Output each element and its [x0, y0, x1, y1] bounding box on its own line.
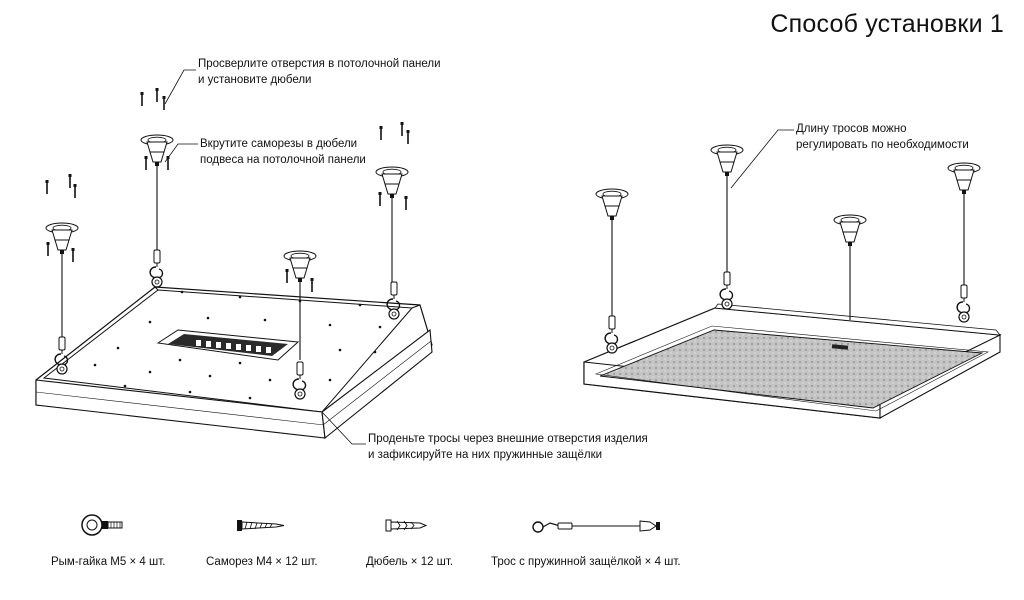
spring-hook-7: [604, 315, 619, 354]
callout-drill-line-2: и установите дюбели: [198, 74, 312, 86]
callout-length-line-1: Длину тросов можно: [796, 123, 907, 135]
callout-length-line-2: регулировать по необходимости: [796, 139, 969, 151]
callout-length: Длину тросов можно регулировать по необх…: [796, 121, 969, 153]
eye-nut-icon: [81, 514, 123, 536]
part-label-eye-nut: Рым-гайка M5 × 4 шт.: [51, 556, 166, 568]
dowel-icon: [385, 519, 428, 532]
spring-hook-1: [149, 249, 164, 288]
right-assembly: [583, 129, 1002, 419]
part-label-screw: Саморез M4 × 12 шт.: [206, 556, 318, 568]
part-label-cable: Трос с пружинной защёлкой × 4 шт.: [491, 556, 681, 568]
screw-icon: [237, 520, 285, 531]
ceiling-mount-4: [283, 250, 317, 283]
callout-drill-line-1: Просверлите отверстия в потолочной панел…: [198, 58, 441, 70]
page-title: Способ установки 1: [770, 10, 1004, 38]
callout-thread-line-1: Проденьте тросы через внешние отверстия …: [368, 433, 648, 445]
spring-hook-3: [54, 336, 69, 375]
cable-icon: [532, 520, 660, 533]
ceiling-mount-7: [595, 188, 629, 221]
ceiling-mount-8: [833, 214, 867, 247]
callout-drill: Просверлите отверстия в потолочной панел…: [198, 56, 441, 88]
callout-screw-line-2: подвеса на потолочной панели: [200, 154, 366, 166]
screw-set: [44, 87, 411, 293]
left-assembly: [35, 69, 433, 445]
parts-row: [81, 514, 660, 536]
callout-thread: Проденьте тросы через внешние отверстия …: [368, 431, 648, 463]
part-label-dowel: Дюбель × 12 шт.: [366, 556, 454, 568]
callout-screw-line-1: Вкрутите саморезы в дюбели: [200, 138, 358, 150]
callout-thread-line-2: и зафиксируйте на них пружинные защёлки: [368, 449, 603, 461]
driver-connector-block: [156, 329, 300, 361]
spring-hook-5: [719, 271, 734, 310]
spring-hook-6: [956, 284, 971, 323]
ceiling-mount-6: [947, 162, 981, 195]
ceiling-mount-5: [710, 144, 744, 177]
light-diffuser: [599, 329, 984, 409]
callout-screw: Вкрутите саморезы в дюбели подвеса на по…: [200, 136, 366, 168]
spring-hook-2: [386, 281, 401, 320]
